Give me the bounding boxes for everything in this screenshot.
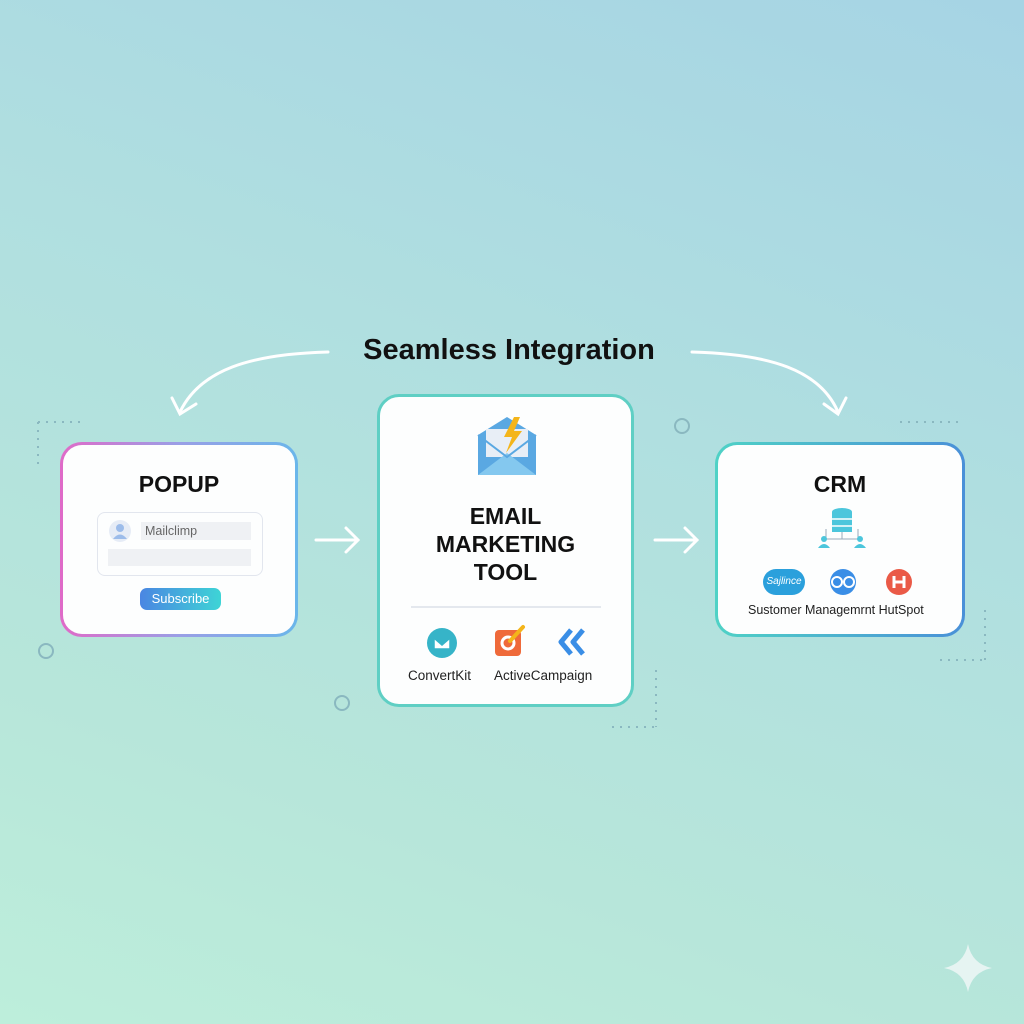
subscribe-button[interactable]: Subscribe [140,588,221,610]
arrow-email-to-crm [653,526,700,554]
name-input[interactable]: Mailclimp [141,522,251,540]
divider [411,606,601,608]
popup-form: Mailclimp [97,512,263,576]
crm-title: CRM [813,471,867,497]
arrow-to-popup [178,350,330,414]
chevron-logo-icon [558,628,585,656]
crm-card: CRM Sajlince Sustomer Managemrnt HutSpot [715,442,965,637]
convertkit-icon [427,628,457,658]
arrow-to-crm [690,350,840,414]
arrowhead-popup [170,396,198,417]
deco-dots [37,421,986,728]
sparkle-icon [944,944,992,992]
hubspot-icon [886,569,912,595]
popup-card: POPUP Mailclimp Subscribe [60,442,298,637]
email-tool-title-line3: TOOL [473,559,538,585]
deco-circle [38,643,54,659]
user-avatar-icon [109,520,131,542]
deco-circle [674,418,690,434]
email-input[interactable] [108,549,251,566]
activecampaign-icon [495,625,525,656]
deco-circle [334,695,350,711]
cloud-logo-icon [830,569,856,595]
email-tool-title-line1: EMAIL [469,503,542,529]
email-tool-title-line2: MARKETING [435,531,576,557]
diagram-title: Seamless Integration [363,334,655,366]
activecampaign-label: ActiveCampaign [494,668,593,683]
email-marketing-card: EMAIL MARKETING TOOL ConvertKit ActiveCa… [377,394,634,707]
database-users-icon [818,508,866,548]
salesforce-logo-icon: Sajlince [763,569,805,595]
popup-title: POPUP [138,471,220,497]
convertkit-label: ConvertKit [408,668,472,683]
email-lightning-icon [477,417,537,475]
arrow-popup-to-email [314,526,361,554]
arrowhead-crm [822,396,848,417]
crm-caption: Sustomer Managemrnt HutSpot [748,603,924,617]
